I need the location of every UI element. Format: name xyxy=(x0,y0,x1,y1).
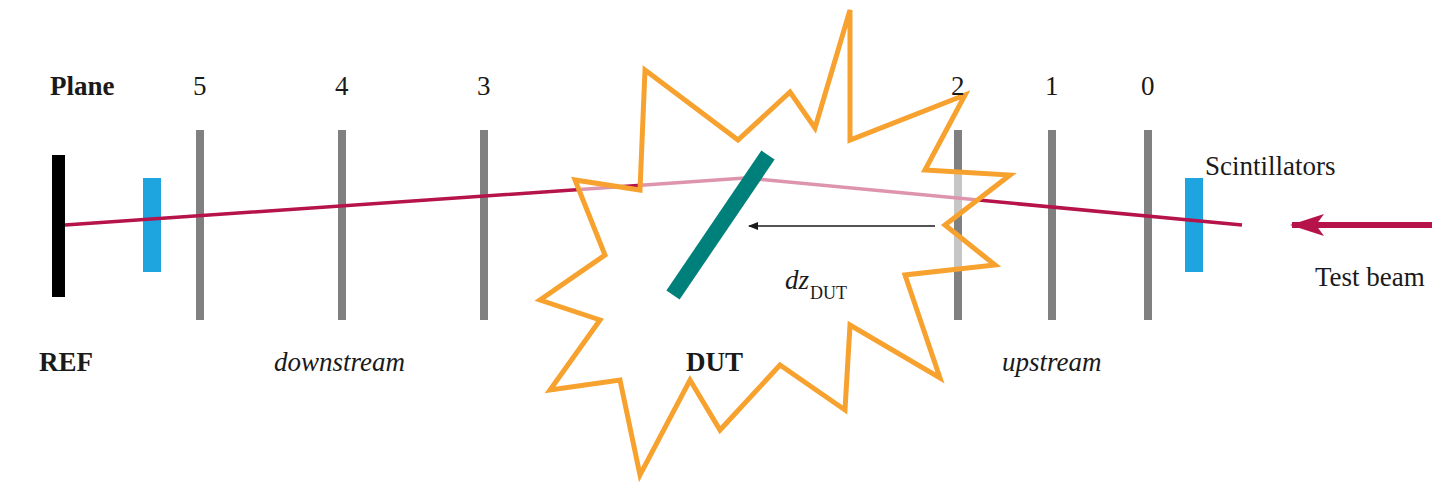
heading-label: Plane xyxy=(50,73,115,100)
plane-number: 5 xyxy=(193,73,207,100)
region-label: upstream xyxy=(1002,349,1102,376)
beam-arrow xyxy=(1292,222,1432,228)
part-label: Test beam xyxy=(1315,264,1425,291)
scintillator xyxy=(1185,178,1203,272)
dut-sensor xyxy=(673,155,768,295)
plane-number: 0 xyxy=(1141,73,1155,100)
plane-number: 1 xyxy=(1045,73,1059,100)
region-label: downstream xyxy=(274,349,405,376)
part-label: REF xyxy=(39,349,93,376)
plane-number: 3 xyxy=(477,73,491,100)
dz-arrow xyxy=(749,225,935,227)
starburst xyxy=(540,10,1010,475)
plane-number: 2 xyxy=(951,73,965,100)
dimension-label: dz xyxy=(785,267,809,294)
scintillator xyxy=(143,178,161,272)
plane-number: 4 xyxy=(335,73,349,100)
dimension-subscript: DUT xyxy=(810,284,847,302)
part-label: Scintillators xyxy=(1205,153,1336,180)
part-label: DUT xyxy=(686,349,743,376)
ref-plane xyxy=(52,155,65,297)
